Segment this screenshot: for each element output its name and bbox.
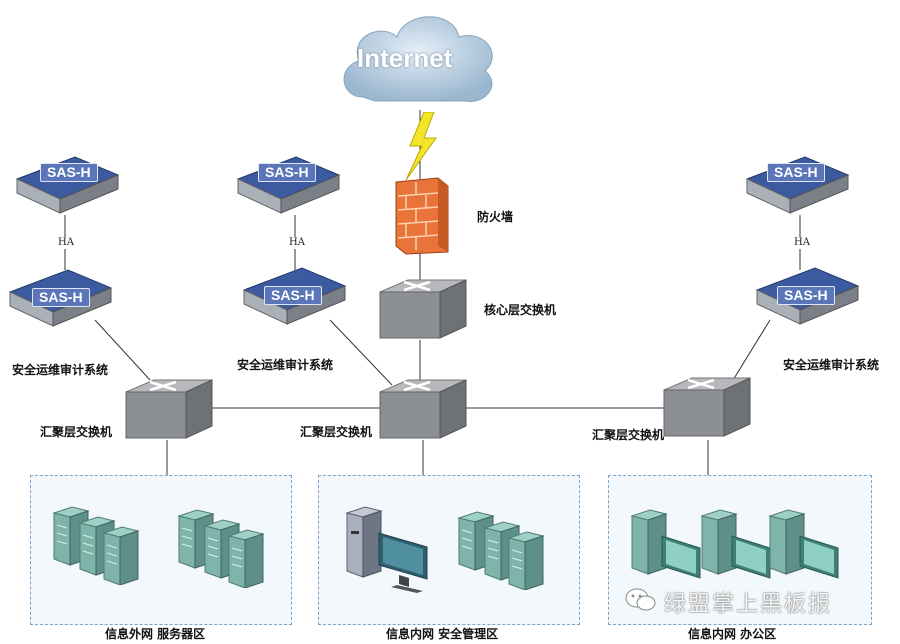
zone-label-external-servers: 信息外网 服务器区 xyxy=(105,627,206,641)
ha-label-left: HA xyxy=(57,237,75,249)
watermark-text: 绿盟掌上黑板报 xyxy=(664,592,833,617)
zone-label-internal-security-mgmt: 信息内网 安全管理区 xyxy=(386,627,499,641)
ha-label-center: HA xyxy=(288,237,306,249)
sas-h-device-top-right: SAS-H xyxy=(745,155,850,217)
aggregation-switch-right-label: 汇聚层交换机 xyxy=(592,428,665,442)
sas-h-device-bottom-left: SAS-H xyxy=(8,268,113,330)
audit-system-label-center: 安全运维审计系统 xyxy=(237,358,334,372)
ha-label-right: HA xyxy=(793,237,811,249)
device-label: SAS-H xyxy=(767,163,825,182)
zone-label-internal-office: 信息内网 办公区 xyxy=(688,627,777,641)
device-label: SAS-H xyxy=(777,286,835,305)
device-label: SAS-H xyxy=(32,288,90,307)
aggregation-switch-left-label: 汇聚层交换机 xyxy=(40,425,113,439)
aggregation-switch-center-label: 汇聚层交换机 xyxy=(300,425,373,439)
firewall-label: 防火墙 xyxy=(477,210,514,224)
link-right-audit xyxy=(729,319,771,386)
firewall-icon xyxy=(395,177,449,255)
core-switch-icon xyxy=(379,279,467,339)
workstation-icon xyxy=(345,506,428,593)
device-label: SAS-H xyxy=(40,163,98,182)
link-left-audit xyxy=(94,319,151,381)
sas-h-device-bottom-right: SAS-H xyxy=(755,266,860,328)
device-label: SAS-H xyxy=(258,163,316,182)
wechat-icon xyxy=(625,588,656,611)
audit-system-label-right: 安全运维审计系统 xyxy=(783,358,880,372)
office-pc-group-icon xyxy=(630,509,839,579)
aggregation-switch-left-icon xyxy=(125,379,213,439)
aggregation-switch-right-icon xyxy=(663,377,751,437)
sas-h-device-bottom-center: SAS-H xyxy=(242,266,347,328)
core-switch-label: 核心层交换机 xyxy=(484,303,557,317)
internet-label: Internet xyxy=(357,43,453,73)
sas-h-device-top-left: SAS-H xyxy=(15,155,120,217)
lightning-icon xyxy=(405,112,437,181)
aggregation-switch-center-icon xyxy=(379,379,467,439)
device-label: SAS-H xyxy=(264,286,322,305)
sas-h-device-top-center: SAS-H xyxy=(236,155,341,217)
audit-system-label-left: 安全运维审计系统 xyxy=(12,363,109,377)
server-group-left-a-icon xyxy=(52,506,140,585)
server-group-center-icon xyxy=(457,511,545,590)
link-center-audit xyxy=(329,319,393,386)
internet-cloud-icon xyxy=(343,16,493,102)
server-group-left-b-icon xyxy=(177,509,265,588)
